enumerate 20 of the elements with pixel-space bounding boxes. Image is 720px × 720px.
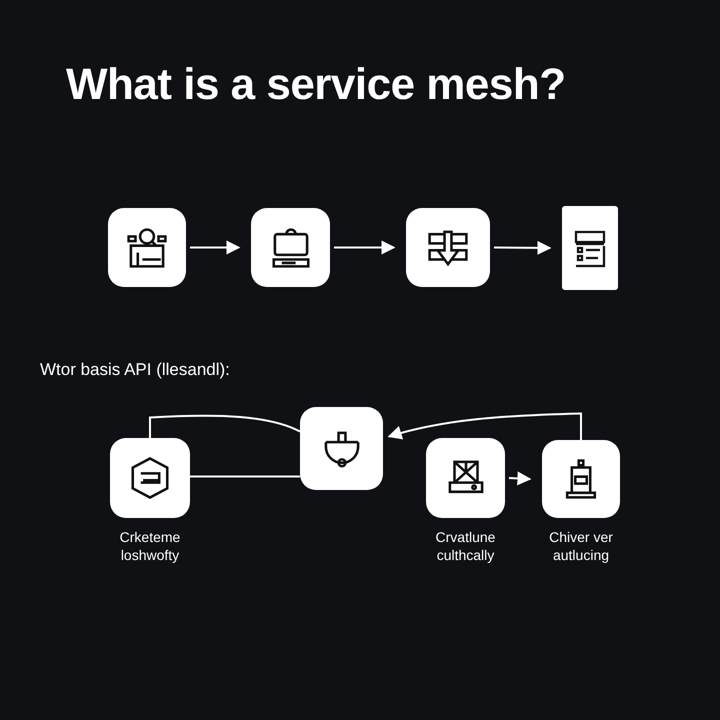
arrow <box>508 471 532 486</box>
document-card <box>562 206 618 290</box>
connector-line <box>149 414 300 438</box>
arrow <box>388 412 582 440</box>
icon-card <box>542 440 620 518</box>
icon-card <box>300 407 383 490</box>
icon-card <box>406 208 490 287</box>
connector-line <box>190 476 300 478</box>
icon-card <box>108 208 186 287</box>
section-heading: Wtor basis API (llesandl): <box>40 360 230 380</box>
arrow <box>334 240 396 254</box>
arrow <box>494 240 552 255</box>
title: What is a service mesh? <box>66 60 566 110</box>
icon-card <box>426 438 505 518</box>
node-caption: Chiver ver autlucing <box>548 528 614 564</box>
arrow <box>190 240 240 254</box>
node-caption: Crketeme loshwofty <box>118 528 182 564</box>
icon-card <box>110 438 190 518</box>
node-caption: Crvatlune culthcally <box>434 528 496 564</box>
icon-card <box>251 208 330 287</box>
